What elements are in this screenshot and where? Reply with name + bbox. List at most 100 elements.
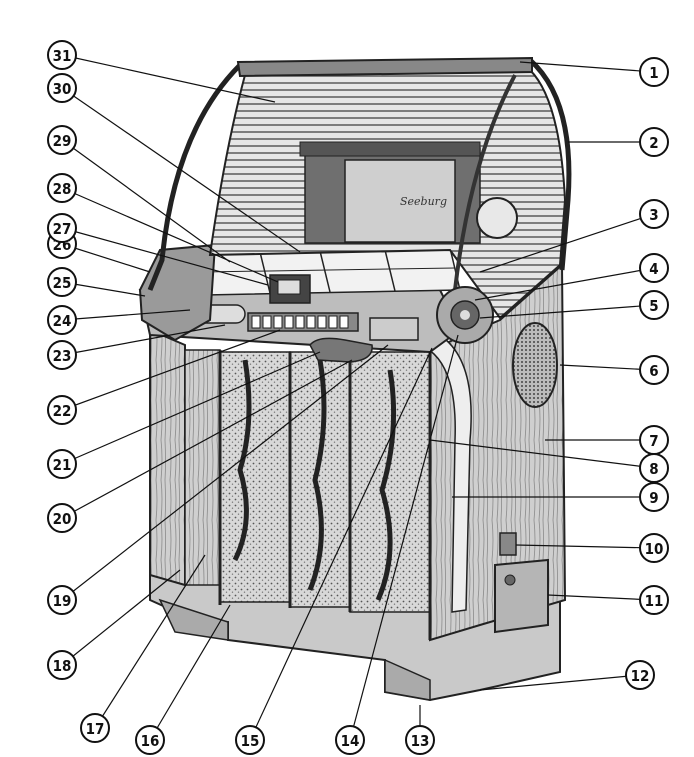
callout-label-5: 5: [649, 297, 658, 315]
top-bar: [236, 56, 533, 78]
callout-label-17: 17: [86, 720, 105, 738]
trim-pillar-right: [418, 329, 472, 613]
leader-line-11: [547, 594, 655, 601]
foot-right: [384, 658, 431, 701]
callout-label-8: 8: [649, 460, 658, 478]
leader-line-10: [515, 544, 655, 549]
leader-line-31: [61, 54, 276, 103]
callout-label-24: 24: [53, 312, 72, 330]
callout-circle-22: [47, 395, 77, 425]
speaker-grille: [512, 322, 558, 408]
leader-line-8: [429, 439, 655, 469]
front-panel-4: [349, 351, 431, 613]
callout-circle-18: [47, 650, 77, 680]
callout-label-2: 2: [649, 134, 658, 152]
leader-line-14: [349, 334, 459, 741]
leader-line-21: [61, 351, 321, 465]
mechanism-brand: Seeburg: [400, 195, 447, 208]
leader-line-1: [519, 61, 655, 73]
leader-line-30: [61, 87, 301, 253]
leader-line-15: [249, 347, 433, 741]
leader-line-19: [61, 344, 389, 601]
jukebox-illustration: Seeburg: [138, 56, 572, 702]
panel-slot-1: [232, 359, 252, 562]
reject-lever: [309, 337, 373, 363]
callout-circle-16: [135, 725, 165, 755]
callout-label-1: 1: [649, 64, 658, 82]
callout-circle-14: [335, 725, 365, 755]
callout-label-15: 15: [241, 732, 260, 750]
callout-circle-23: [47, 340, 77, 370]
dome-frame-left: [147, 63, 242, 291]
callout-circle-13: [405, 725, 435, 755]
callout-circle-4: [639, 253, 669, 283]
callout-circle-10: [639, 533, 669, 563]
leader-line-4: [474, 267, 655, 301]
callout-label-27: 27: [53, 220, 72, 238]
callout-label-4: 4: [649, 260, 658, 278]
side-panel-left: [149, 328, 186, 587]
selector-keys: [251, 315, 349, 329]
callout-circle-12: [625, 660, 655, 690]
emblem: [476, 197, 518, 239]
callout-circle-17: [80, 713, 110, 743]
callout-label-30: 30: [53, 80, 72, 98]
callout-circle-5: [639, 290, 669, 320]
callout-circle-24: [47, 305, 77, 335]
callout-circle-2: [639, 127, 669, 157]
callout-label-19: 19: [53, 592, 72, 610]
callout-circle-3: [639, 199, 669, 229]
callout-label-29: 29: [53, 132, 72, 150]
leader-line-22: [61, 329, 281, 411]
callout-circle-30: [47, 73, 77, 103]
front-panel-2: [219, 351, 291, 603]
front-panel-3: [289, 351, 351, 608]
callout-label-20: 20: [53, 510, 72, 528]
callout-label-9: 9: [649, 489, 658, 507]
leader-line-28: [61, 187, 279, 283]
panel-slot-3: [375, 369, 397, 602]
leader-line-6: [559, 364, 655, 371]
dome-rib-middle: [453, 74, 517, 291]
coin-entry: [369, 317, 419, 341]
dome-frame-right: [528, 58, 572, 271]
leader-line-29: [61, 139, 231, 263]
callout-circle-29: [47, 125, 77, 155]
callout-label-21: 21: [53, 456, 72, 474]
callout-circle-9: [639, 482, 669, 512]
callout-circle-15: [235, 725, 265, 755]
callout-label-16: 16: [141, 732, 160, 750]
leader-line-16: [149, 604, 231, 741]
leader-line-3: [479, 213, 655, 273]
control-dial: [436, 286, 494, 344]
leader-line-23: [61, 324, 226, 356]
cash-box-door: [494, 558, 549, 634]
callout-circle-21: [47, 449, 77, 479]
callout-label-23: 23: [53, 347, 72, 365]
leader-line-12: [479, 674, 641, 691]
leader-line-24: [61, 309, 191, 321]
leader-line-18: [61, 569, 181, 666]
callout-label-13: 13: [411, 732, 430, 750]
leader-line-27: [61, 227, 269, 286]
callout-label-28: 28: [53, 180, 72, 198]
callout-circle-11: [639, 585, 669, 615]
callout-label-3: 3: [649, 206, 658, 224]
callout-label-25: 25: [53, 274, 72, 292]
callout-circle-27: [47, 213, 77, 243]
callout-label-18: 18: [53, 657, 72, 675]
coin-lock: [499, 532, 517, 556]
leader-line-20: [61, 359, 353, 519]
callout-label-11: 11: [645, 592, 664, 610]
callout-circle-31: [47, 40, 77, 70]
callout-label-12: 12: [631, 667, 650, 685]
callout-label-14: 14: [341, 732, 360, 750]
callout-label-7: 7: [649, 432, 658, 450]
callout-circle-6: [639, 355, 669, 385]
callout-circle-28: [47, 173, 77, 203]
foot-left: [158, 598, 229, 641]
callout-circle-20: [47, 503, 77, 533]
callout-label-22: 22: [53, 402, 72, 420]
callout-label-6: 6: [649, 362, 658, 380]
